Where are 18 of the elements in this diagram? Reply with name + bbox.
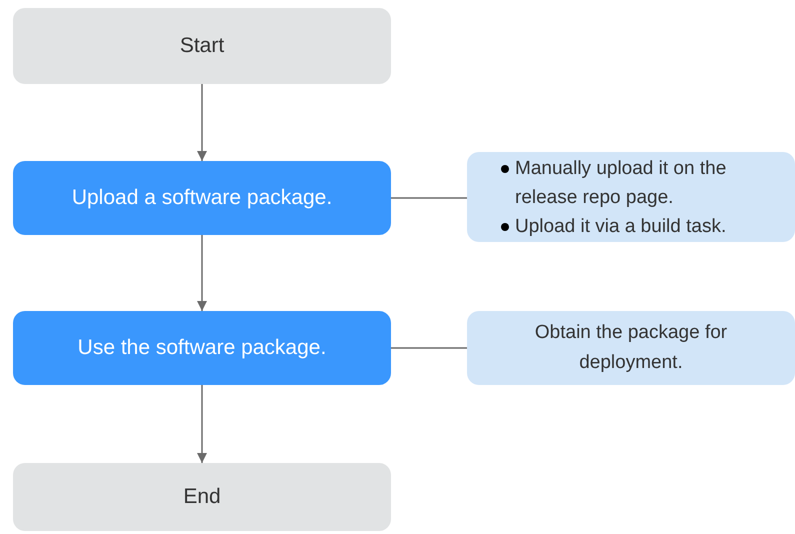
process-box [13, 161, 391, 235]
list-item-text: Manually upload it on the release repo page. [515, 158, 726, 208]
arrow [197, 385, 207, 463]
list-item-text: Upload it via a build task. [515, 216, 726, 236]
connector-line [391, 347, 467, 349]
box-label: Use the software package. [78, 336, 326, 360]
box-label: Start [180, 34, 224, 58]
note-box [467, 311, 795, 385]
box-label: Obtain the package for deployment. [534, 321, 728, 375]
arrow [197, 235, 207, 311]
note-box [467, 152, 795, 242]
connector-line [391, 197, 467, 199]
process-box [13, 311, 391, 385]
box-label: End [183, 485, 221, 509]
terminal-box [13, 8, 391, 84]
box-label: Upload a software package. [72, 186, 332, 210]
arrow [197, 84, 207, 161]
terminal-box [13, 463, 391, 531]
